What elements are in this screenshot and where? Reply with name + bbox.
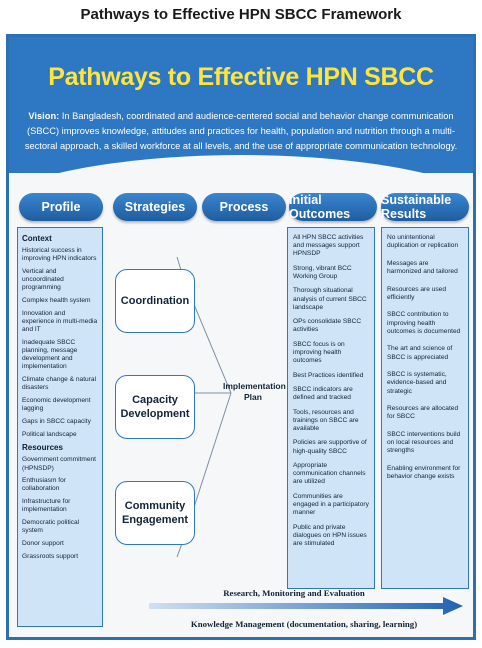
process-implementation-plan: Implementation Plan [223,381,286,402]
resources-heading: Resources [22,443,63,453]
header-initial-outcomes: Initial Outcomes [289,193,377,221]
result-item: No unintentional duplication or replicat… [387,234,459,250]
context-item: Economic development lagging [22,397,91,413]
header-process: Process [202,193,286,221]
outcome-item: Public and private dialogues on HPN issu… [293,523,367,547]
header-profile: Profile [19,193,103,221]
context-item: Inadequate SBCC planning, message develo… [22,338,78,371]
result-item: The art and science of SBCC is appreciat… [387,345,453,361]
outcome-item: Tools, resources and trainings on SBCC a… [293,408,359,432]
strategy-coordination: Coordination [115,269,195,333]
context-item: Climate change & natural disasters [22,376,97,392]
outcome-item: SBCC focus is on improving health outcom… [293,340,345,365]
knowledge-management-label: Knowledge Management (documentation, sha… [190,619,418,629]
framework-frame: Pathways to Effective HPN SBCC Vision: I… [6,34,476,640]
strategy-community-engagement: Community Engagement [115,481,195,545]
result-item: SBCC contribution to improving health ou… [387,311,461,335]
research-monitoring-evaluation-label: Research, Monitoring and Evaluation [223,588,365,598]
header-sustainable-results: Sustainable Results [381,193,469,221]
vision-statement: Vision: In Bangladesh, coordinated and a… [23,109,459,154]
progress-arrow [149,597,463,615]
result-item: SBCC is systematic, evidence-based and s… [387,371,447,395]
outcome-item: Best Practices identified [293,371,364,379]
banner: Pathways to Effective HPN SBCC Vision: I… [9,37,473,173]
outcome-item: Appropriate communication channels are u… [293,461,366,486]
strategy-capacity-development: Capacity Development [115,375,195,439]
context-item: Historical success in improving HPN indi… [22,247,97,263]
context-item: Gaps in SBCC capacity [22,417,91,425]
banner-title: Pathways to Effective HPN SBCC [48,63,434,91]
result-item: Messages are harmonized and tailored [387,259,458,275]
context-item: Innovation and experience in multi-media… [22,309,98,334]
resource-item: Grassroots support [22,552,79,560]
initial-outcomes-column: All HPN SBCC activities and messages sup… [287,227,375,589]
resource-item: Democratic political system [22,519,80,535]
outcome-item: Thorough situational analysis of current… [293,287,367,311]
resource-item: Donor support [22,539,64,547]
context-item: Vertical and uncoordinated programming [22,267,64,292]
outcome-item: SBCC indicators are defined and tracked [293,385,353,402]
result-item: Resources are allocated for SBCC [387,405,459,421]
profile-column: Context Historical success in improving … [17,227,103,627]
resource-item: Enthusiasm for collaboration [22,477,66,493]
context-item: Complex health system [22,297,91,305]
vision-text: In Bangladesh, coordinated and audience-… [24,111,458,151]
context-item: Political landscape [22,430,77,438]
outcome-item: Communities are engaged in a participato… [293,492,369,517]
page-title: Pathways to Effective HPN SBCC Framework [80,6,402,23]
outcome-item: OPs consolidate SBCC activities [293,318,362,334]
result-item: Enabling environment for behavior change… [387,464,461,481]
outcome-item: All HPN SBCC activities and messages sup… [293,234,364,258]
vision-label: Vision: [28,111,60,121]
context-heading: Context [22,234,52,243]
resource-item: Government commitment (HPNSDP) [22,456,97,472]
result-item: Resources are used efficiently [387,285,447,301]
result-item: SBCC interventions build on local resour… [387,430,461,455]
arrow-shape [149,597,463,615]
outcome-item: Strong, vibrant BCC Working Group [293,264,352,280]
resource-item: Infrastructure for implementation [22,498,71,514]
header-strategies: Strategies [113,193,197,221]
outcome-item: Policies are supportive of high-quality … [293,439,367,455]
sustainable-results-column: No unintentional duplication or replicat… [381,227,469,589]
